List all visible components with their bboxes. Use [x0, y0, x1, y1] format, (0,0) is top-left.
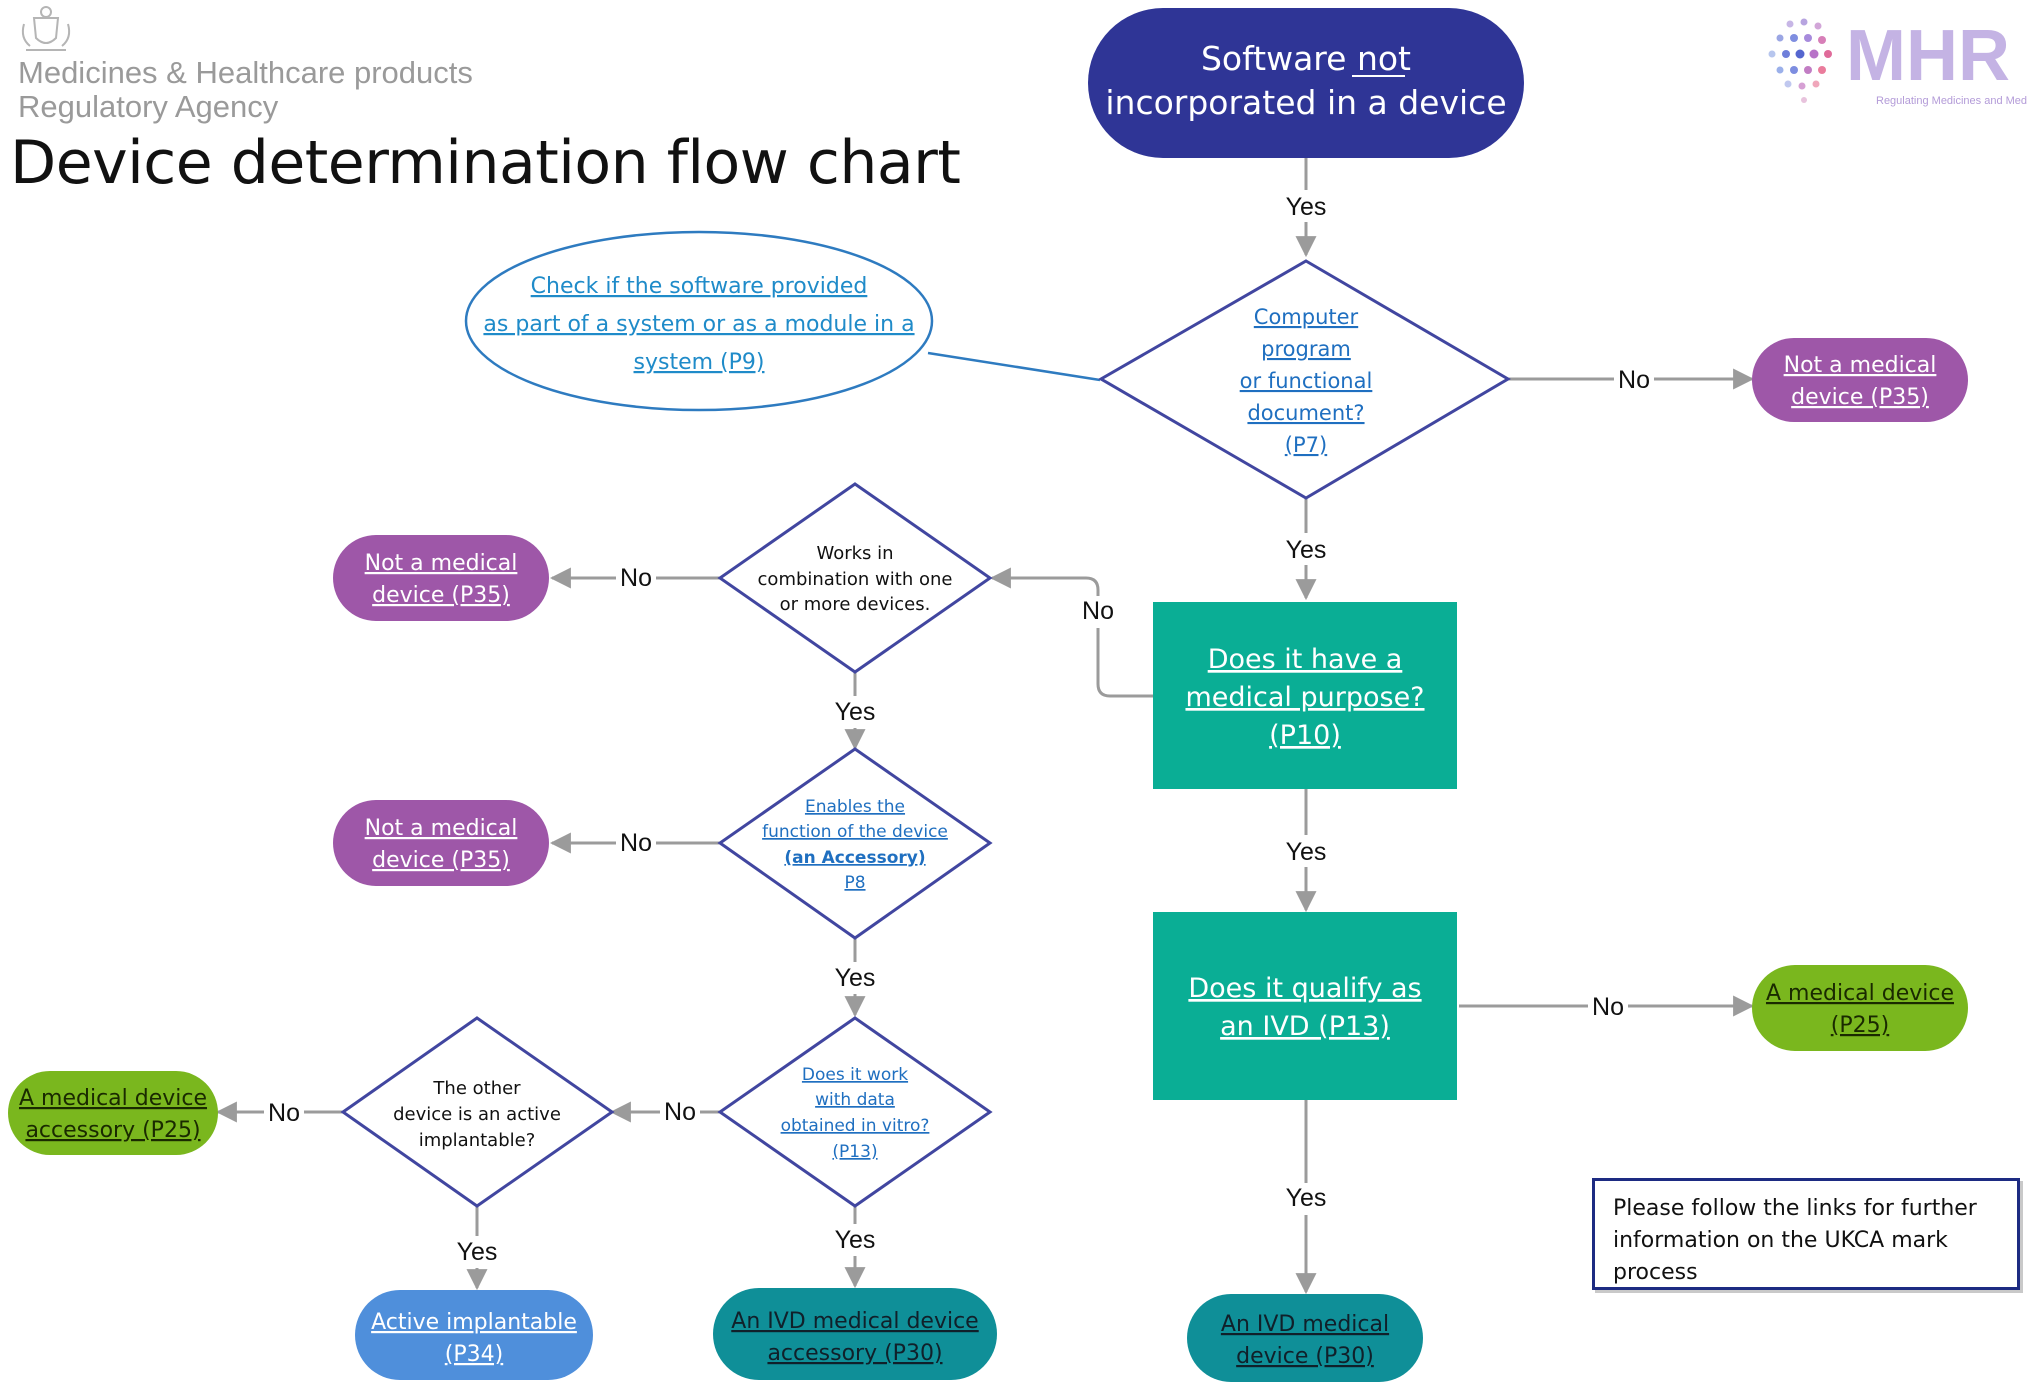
dot-pattern-icon — [1768, 18, 1832, 103]
not-medical-low-line2[interactable]: device (P35) — [372, 848, 510, 873]
not-medical-device-mid-node[interactable] — [333, 535, 549, 621]
royal-crest-icon — [21, 6, 71, 51]
medical-purpose-box — [1153, 602, 1457, 789]
mhra-logo: MHR Regulating Medicines and Med — [1768, 16, 2027, 107]
edge-label-no: No — [1082, 597, 1114, 625]
invitro-decision-diamond — [717, 1016, 993, 1208]
not-medical-low-line1[interactable]: Not a medical — [365, 816, 518, 841]
check-system-ellipse[interactable] — [464, 230, 934, 412]
md-accessory-node[interactable] — [8, 1071, 218, 1155]
active-implantable-node[interactable] — [355, 1290, 593, 1380]
program-decision-diamond — [1098, 259, 1511, 500]
ivd-accessory-line2[interactable]: accessory (P30) — [767, 1341, 942, 1366]
ivd-qualify-line2[interactable]: an IVD (P13) — [1220, 1011, 1390, 1042]
edge-label-yes: Yes — [835, 1226, 876, 1254]
check-system-line3[interactable]: system (P9) — [634, 350, 765, 375]
ivd-accessory-line1[interactable]: An IVD medical device — [731, 1309, 978, 1334]
edge-label-yes: Yes — [1286, 1184, 1327, 1212]
accessory-line4[interactable]: P8 — [844, 873, 865, 893]
start-node-line1: Software not — [1201, 39, 1411, 78]
edge-label-no: No — [664, 1098, 696, 1126]
implantable-decision-diamond — [340, 1016, 615, 1208]
check-system-line2[interactable]: as part of a system or as a module in a — [483, 312, 914, 337]
invitro-line4[interactable]: (P13) — [832, 1142, 877, 1162]
md-accessory-line1[interactable]: A medical device — [19, 1086, 207, 1111]
invitro-line3[interactable]: obtained in vitro? — [781, 1116, 930, 1136]
ivd-qualify-line1[interactable]: Does it qualify as — [1188, 973, 1421, 1004]
not-medical-mid-line2[interactable]: device (P35) — [372, 583, 510, 608]
edge-label-no: No — [620, 829, 652, 857]
invitro-line1[interactable]: Does it work — [802, 1065, 908, 1085]
ivd-device-line1[interactable]: An IVD medical — [1221, 1312, 1389, 1337]
not-medical-top-line2[interactable]: device (P35) — [1791, 385, 1929, 410]
combination-line1: Works in — [816, 543, 893, 564]
info-note: Please follow the links for further info… — [1592, 1178, 2020, 1290]
not-medical-device-low-node[interactable] — [333, 800, 549, 886]
invitro-line2[interactable]: with data — [815, 1090, 895, 1110]
combination-line2: combination with one — [758, 569, 953, 590]
medical-device-node[interactable] — [1752, 965, 1968, 1051]
program-line5[interactable]: (P7) — [1285, 433, 1327, 457]
not-medical-device-top-node[interactable] — [1752, 338, 1968, 422]
check-system-line1[interactable]: Check if the software provided — [531, 274, 868, 299]
logo-text: MHR — [1846, 16, 2010, 96]
accessory-line1[interactable]: Enables the — [805, 797, 905, 817]
start-node — [1088, 8, 1524, 158]
active-implantable-line1[interactable]: Active implantable — [371, 1310, 577, 1335]
program-line4[interactable]: document? — [1247, 401, 1364, 425]
edge-label-yes: Yes — [1286, 536, 1327, 564]
program-line1[interactable]: Computer — [1254, 305, 1359, 329]
accessory-line3[interactable]: (an Accessory) — [784, 848, 925, 868]
program-line3[interactable]: or functional — [1240, 369, 1373, 393]
purpose-line3[interactable]: (P10) — [1269, 720, 1341, 751]
edge-label-no: No — [268, 1099, 300, 1127]
implantable-line1: The other — [432, 1078, 521, 1099]
medical-device-line1[interactable]: A medical device — [1766, 981, 1954, 1006]
implantable-line3: implantable? — [419, 1130, 536, 1151]
md-accessory-line2[interactable]: accessory (P25) — [25, 1118, 200, 1143]
edge-label-yes: Yes — [457, 1238, 498, 1266]
not-medical-top-line1[interactable]: Not a medical — [1784, 353, 1937, 378]
medical-device-line2[interactable]: (P25) — [1831, 1013, 1889, 1038]
not-medical-mid-line1[interactable]: Not a medical — [365, 551, 518, 576]
agency-name-line2: Regulatory Agency — [18, 89, 279, 124]
edge-label-yes: Yes — [835, 964, 876, 992]
implantable-line2: device is an active — [393, 1104, 561, 1125]
active-implantable-line2[interactable]: (P34) — [445, 1342, 503, 1367]
logo-tagline: Regulating Medicines and Med — [1876, 95, 2027, 107]
edge-label-no: No — [1592, 993, 1624, 1021]
combination-line3: or more devices. — [780, 594, 931, 615]
accessory-decision-diamond — [717, 747, 993, 940]
ivd-accessory-node[interactable] — [713, 1288, 997, 1380]
purpose-line2[interactable]: medical purpose? — [1185, 682, 1424, 713]
ivd-device-line2[interactable]: device (P30) — [1236, 1344, 1374, 1369]
combination-decision-diamond — [717, 482, 993, 674]
edge-purpose-to-combination — [989, 567, 1153, 698]
edge-label-no: No — [620, 564, 652, 592]
program-line2[interactable]: program — [1261, 337, 1351, 361]
page-title: Device determination flow chart — [10, 128, 961, 198]
purpose-line1[interactable]: Does it have a — [1208, 644, 1403, 675]
edge-check-system-connector — [927, 351, 1101, 382]
edge-label-yes: Yes — [1286, 193, 1327, 221]
ivd-device-node[interactable] — [1187, 1294, 1423, 1382]
edge-label-yes: Yes — [1286, 838, 1327, 866]
agency-name-line1: Medicines & Healthcare products — [18, 55, 473, 90]
edge-label-yes: Yes — [835, 698, 876, 726]
start-node-line2: incorporated in a device — [1105, 83, 1506, 122]
ivd-qualify-box — [1153, 912, 1457, 1100]
accessory-line2[interactable]: function of the device — [762, 822, 948, 842]
edge-label-no: No — [1618, 366, 1650, 394]
